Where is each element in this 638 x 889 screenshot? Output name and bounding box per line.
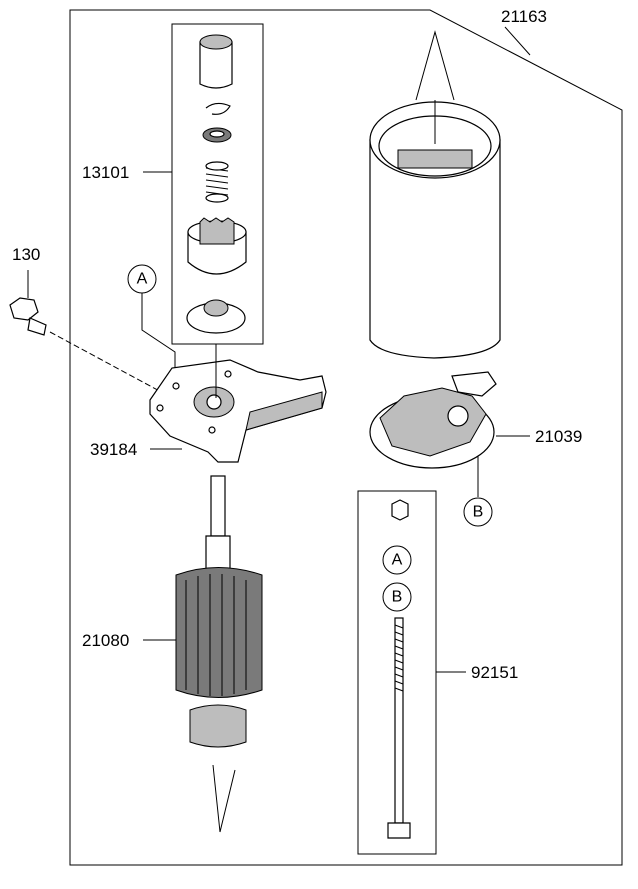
label-21080: 21080: [82, 631, 129, 650]
ref-b-lower-text: B: [392, 589, 403, 606]
pinion-cap: [199, 34, 233, 89]
stop-washer: [186, 299, 246, 334]
ref-a-lower-text: A: [392, 552, 403, 569]
spring: [205, 161, 229, 203]
brush-holder: [369, 371, 497, 469]
armature-leader: [212, 764, 236, 833]
collar: [202, 127, 232, 143]
ref-circle-b-upper: [463, 497, 493, 527]
motor-housing: [369, 101, 501, 359]
ref-circle-b-lower: [382, 582, 412, 612]
drive-end-bracket: [149, 359, 327, 463]
label-21039: 21039: [535, 427, 582, 446]
armature: [175, 475, 263, 748]
ref-a-upper-text: A: [137, 271, 148, 288]
label-13101: 13101: [82, 163, 129, 182]
label-130: 130: [12, 245, 40, 264]
box-13101: [171, 23, 264, 345]
pinion-gear: [187, 217, 247, 275]
label-92151: 92151: [471, 663, 518, 682]
snap-ring: [205, 102, 231, 115]
label-39184: 39184: [90, 440, 137, 459]
bolt-axis: [49, 331, 166, 395]
assembly-boundary: [69, 9, 623, 866]
nut: [391, 499, 409, 521]
label-21163: 21163: [501, 7, 547, 26]
housing-leader: [415, 30, 455, 101]
leader-ref-a-upper: [141, 293, 176, 378]
ref-b-upper-text: B: [473, 504, 484, 521]
leader-21163: [504, 26, 531, 56]
ref-circle-a-lower: [382, 545, 412, 575]
flange-bolt: [9, 297, 47, 336]
through-bolt: [387, 617, 411, 839]
